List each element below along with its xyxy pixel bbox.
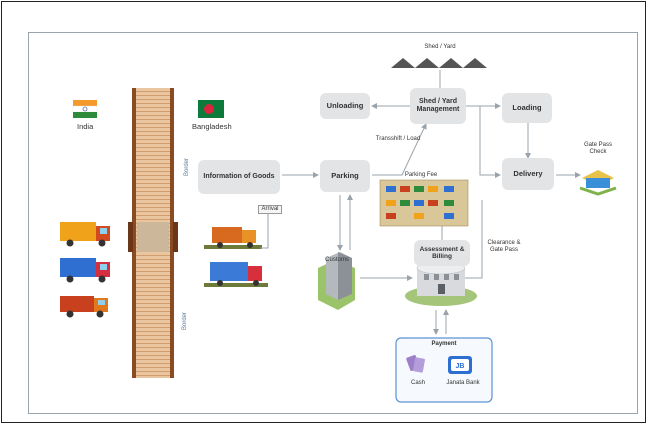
bangladesh-label: Bangladesh [192, 122, 232, 131]
parking-lot-graphic [379, 179, 469, 227]
india-flag [72, 100, 98, 118]
assessment-billing-node: Assessment & Billing [414, 240, 470, 266]
india-label: India [77, 122, 94, 131]
border-label-top: Border [184, 157, 190, 176]
clearance-label: Clearance & Gate Pass [487, 240, 521, 253]
bank-icon: JB [448, 356, 472, 374]
payment-label: Payment [431, 341, 457, 347]
transshipment-label: Transshift / Load [375, 136, 421, 142]
gate-pass-check-label: Gate Pass Check [583, 142, 612, 155]
loading-node: Loading [502, 93, 552, 123]
truck-orange-bd [204, 227, 262, 249]
delivery-node: Delivery [502, 158, 554, 190]
diagram-panel [28, 32, 638, 414]
arrival-label: Arrival [258, 205, 282, 214]
connectors [260, 103, 581, 335]
truck-orange-india [60, 222, 110, 247]
shed-yard-management-node: Shed / Yard Management [410, 88, 466, 124]
gate-pass-booth [579, 170, 617, 196]
customs-label: Customs [325, 257, 349, 263]
bangladesh-flag [198, 100, 224, 118]
truck-red-india [60, 296, 108, 318]
shed-yard-label: Shed / Yard [424, 44, 456, 50]
parking-fee-label: Parking Fee [404, 172, 438, 178]
svg-text:JB: JB [456, 363, 465, 370]
unloading-node: Unloading [320, 93, 370, 119]
truck-blue-india [60, 258, 110, 283]
information-of-goods-node: Information of Goods [198, 160, 280, 194]
cash-icon [406, 354, 425, 373]
janata-bank-label: Janata Bank [446, 380, 480, 386]
truck-blue-bd [204, 262, 268, 287]
cash-label: Cash [410, 380, 425, 386]
payment-box [395, 337, 493, 403]
customs-building [318, 252, 355, 310]
assessment-building [405, 261, 477, 306]
border-bridge [128, 88, 178, 378]
parking-node: Parking [320, 160, 370, 192]
border-label-bottom: Border [182, 311, 188, 330]
shed-icons [391, 58, 487, 88]
